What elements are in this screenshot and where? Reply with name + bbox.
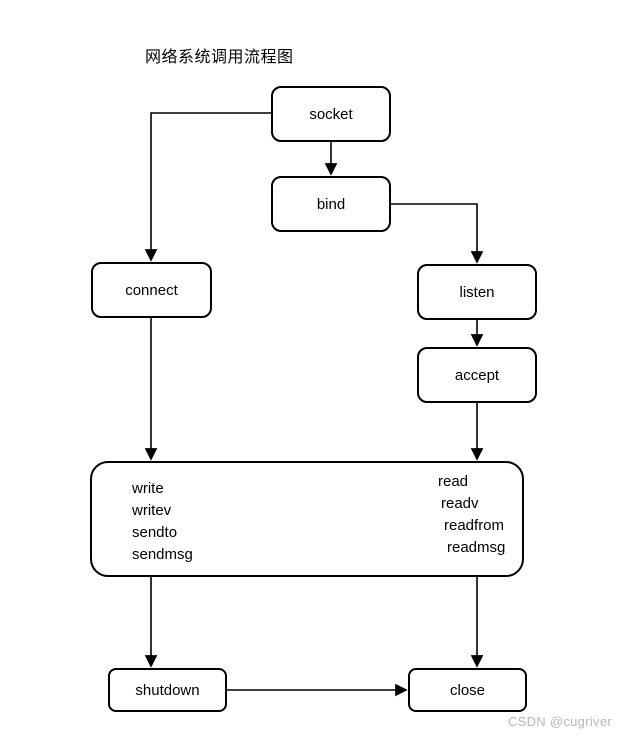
node-listen-label: listen — [459, 283, 495, 301]
node-connect: connect — [91, 262, 212, 318]
node-accept: accept — [417, 347, 537, 403]
write-call-item: sendmsg — [132, 546, 193, 563]
edge-bind-listen — [391, 203, 477, 262]
node-accept-label: accept — [454, 366, 500, 384]
read-call-item: readv — [441, 495, 479, 512]
diagram-title: 网络系统调用流程图 — [145, 49, 294, 66]
node-listen: listen — [417, 264, 537, 320]
read-calls-list: read readv readfrom readmsg — [438, 471, 505, 559]
node-bind-label: bind — [316, 195, 346, 213]
node-close-label: close — [449, 681, 486, 699]
node-socket: socket — [271, 86, 391, 142]
node-shutdown: shutdown — [108, 668, 227, 712]
node-shutdown-label: shutdown — [135, 681, 200, 699]
edge-socket-connect — [151, 112, 271, 260]
node-connect-label: connect — [125, 281, 178, 299]
node-io-calls: write writev sendto sendmsg read readv r… — [90, 461, 524, 577]
write-call-item: write — [132, 480, 164, 497]
node-bind: bind — [271, 176, 391, 232]
write-call-item: sendto — [132, 524, 178, 541]
write-calls-list: write writev sendto sendmsg — [132, 478, 193, 566]
read-call-item: readmsg — [447, 539, 506, 556]
node-close: close — [408, 668, 527, 712]
write-call-item: writev — [132, 502, 172, 519]
read-call-item: read — [438, 473, 469, 490]
node-socket-label: socket — [309, 105, 353, 123]
csdn-watermark: CSDN @cugriver — [507, 714, 612, 729]
read-call-item: readfrom — [444, 517, 505, 534]
